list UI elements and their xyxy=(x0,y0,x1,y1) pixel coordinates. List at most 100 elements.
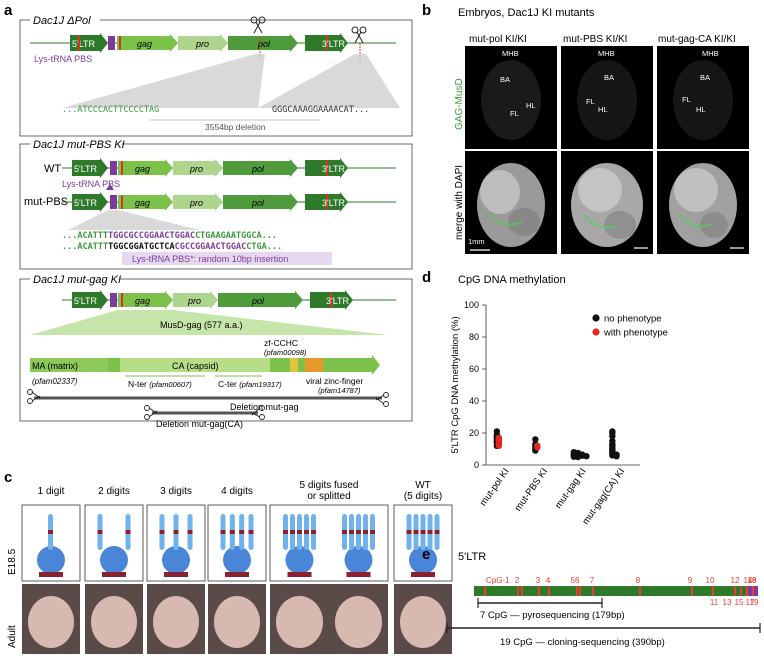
data-point xyxy=(609,433,616,440)
svg-text:HL: HL xyxy=(696,105,706,114)
x-tick-label: mut-PBS KI xyxy=(513,466,550,513)
row-gag-musd-label: GAG-MusD xyxy=(454,78,465,130)
svg-text:MHB: MHB xyxy=(598,49,615,58)
ltr-bar xyxy=(474,586,758,596)
cpg-label-top: 8 xyxy=(636,576,641,585)
adult-paw-icon xyxy=(214,596,260,648)
digit-mark xyxy=(283,530,288,534)
digit-mark xyxy=(48,530,53,534)
cpg-label-top: 18 xyxy=(748,576,757,585)
digit-col-label: 2 digits xyxy=(98,486,130,497)
digit-mark xyxy=(173,530,179,534)
embryo-col-1: mut-pol KI/KI xyxy=(469,34,527,45)
ltr3-label: 3'LTR xyxy=(326,296,350,306)
pro-label: pro xyxy=(195,39,209,49)
digit-mark xyxy=(342,530,347,534)
paw-palm-icon xyxy=(344,546,373,574)
scissors-icon xyxy=(251,405,265,420)
embryo-image-grid xyxy=(465,46,749,254)
cpg-label-top: 7 xyxy=(590,576,595,585)
panel-e-title: 5'LTR xyxy=(458,551,486,563)
seq-line-2: ...ACATTTTGGCGGATGCTCACGCCGGAACTGGACCTGA… xyxy=(62,242,282,252)
gag-label: gag xyxy=(135,198,150,208)
legend-swatch xyxy=(592,314,600,322)
ltr3-label: 3'LTR xyxy=(322,39,346,49)
cpg-label-top: 2 xyxy=(515,576,520,585)
deletion-mut-gag-ca: Deletion mut-gag(CA) xyxy=(156,419,243,429)
scissors-icon xyxy=(351,26,367,44)
wt-label: WT xyxy=(44,163,61,175)
panel-a-box-delta-pol: Dac1J ΔPol 5'LTR gag pro pol 3'LTR Ly xyxy=(19,14,413,137)
data-point xyxy=(574,453,582,461)
x-tick-label: mut-gag(CA) KI xyxy=(580,466,627,526)
chart-title: CpG DNA methylation xyxy=(458,274,566,286)
svg-text:MHB: MHB xyxy=(502,49,519,58)
adult-paw-icon xyxy=(335,596,382,648)
adult-paw-icon xyxy=(153,596,199,648)
y-tick-label: 40 xyxy=(469,396,479,406)
legend-label: with phenotype xyxy=(603,328,668,339)
seq-left: ...ATCCCACTTCCCCTAG xyxy=(62,105,159,115)
svg-text:HL: HL xyxy=(526,101,536,110)
digit-col-label: 4 digits xyxy=(221,486,253,497)
paw-palm-icon xyxy=(409,546,437,574)
cpg-site-mark xyxy=(734,586,736,596)
data-point xyxy=(534,444,541,451)
pbs-box xyxy=(108,36,115,50)
paw-palm-icon xyxy=(100,546,128,574)
data-point xyxy=(613,453,620,460)
pbs-label: Lys-tRNA PBS xyxy=(34,54,92,64)
legend-label: no phenotype xyxy=(604,314,662,325)
cpg-site-mark xyxy=(746,586,748,596)
pyro-label: 7 CpG — pyrosequencing (179bp) xyxy=(480,610,625,621)
pol-label: pol xyxy=(257,39,271,49)
embryo-col-2: mut-PBS KI/KI xyxy=(563,34,627,45)
cpg-label-top: 14 xyxy=(744,576,753,585)
row-dapi-label: merge with DAPI xyxy=(454,165,465,240)
cpg-label-bottom: 13 xyxy=(723,598,732,607)
paw-palm-icon xyxy=(37,546,65,574)
panel-c-letter: c xyxy=(4,469,12,486)
cpg-site-mark xyxy=(579,586,581,596)
digit-mark xyxy=(413,530,419,534)
digit-mark xyxy=(349,530,354,534)
cpg-site-mark xyxy=(740,586,742,596)
scissors-icon xyxy=(375,392,389,407)
paw-palm-icon xyxy=(285,546,314,574)
digit-mark xyxy=(311,530,316,534)
cpg-label-bottom: 19 xyxy=(750,598,759,607)
digit-mark xyxy=(434,530,440,534)
pbs-label: Lys-tRNA PBS xyxy=(62,179,120,189)
scissors-icon xyxy=(144,405,158,420)
wrist-mark xyxy=(102,572,126,577)
cpg-label-top: 16 xyxy=(748,576,757,585)
digit-col-label: 5 digits fused xyxy=(300,480,359,491)
ltr5-label: 5'LTR xyxy=(72,39,96,49)
wrist-mark xyxy=(287,572,312,577)
cpg-label-top: 56 xyxy=(571,576,580,585)
cpg-label-top: 3 xyxy=(536,576,541,585)
zf-pfam: (pfam00098) xyxy=(264,348,307,357)
pol-label: pol xyxy=(251,198,265,208)
cpg-site-mark xyxy=(592,586,594,596)
cpg-site-mark xyxy=(691,586,693,596)
ltr5-label: 5'LTR xyxy=(74,296,98,306)
adult-paw-icon xyxy=(276,596,323,648)
pol-label: pol xyxy=(251,164,265,174)
svg-text:BA: BA xyxy=(604,73,614,82)
box3-title: Dac1J mut-gag KI xyxy=(33,274,121,286)
cpg-site-mark xyxy=(517,586,519,596)
cpg-site-mark xyxy=(712,586,714,596)
adult-paw-icon xyxy=(400,596,446,648)
row-e185-label: E18.5 xyxy=(7,548,18,575)
y-tick-label: 20 xyxy=(469,428,479,438)
pro-label: pro xyxy=(189,198,203,208)
adult-paw-icon xyxy=(28,596,74,648)
nter-label: N-ter (pfam00607) xyxy=(128,379,192,389)
digit-mark xyxy=(406,530,412,534)
cpg-label-bottom: 11 xyxy=(710,598,719,607)
cpg-site-mark xyxy=(538,586,540,596)
musd-label: MusD-gag (577 a.a.) xyxy=(160,320,243,330)
